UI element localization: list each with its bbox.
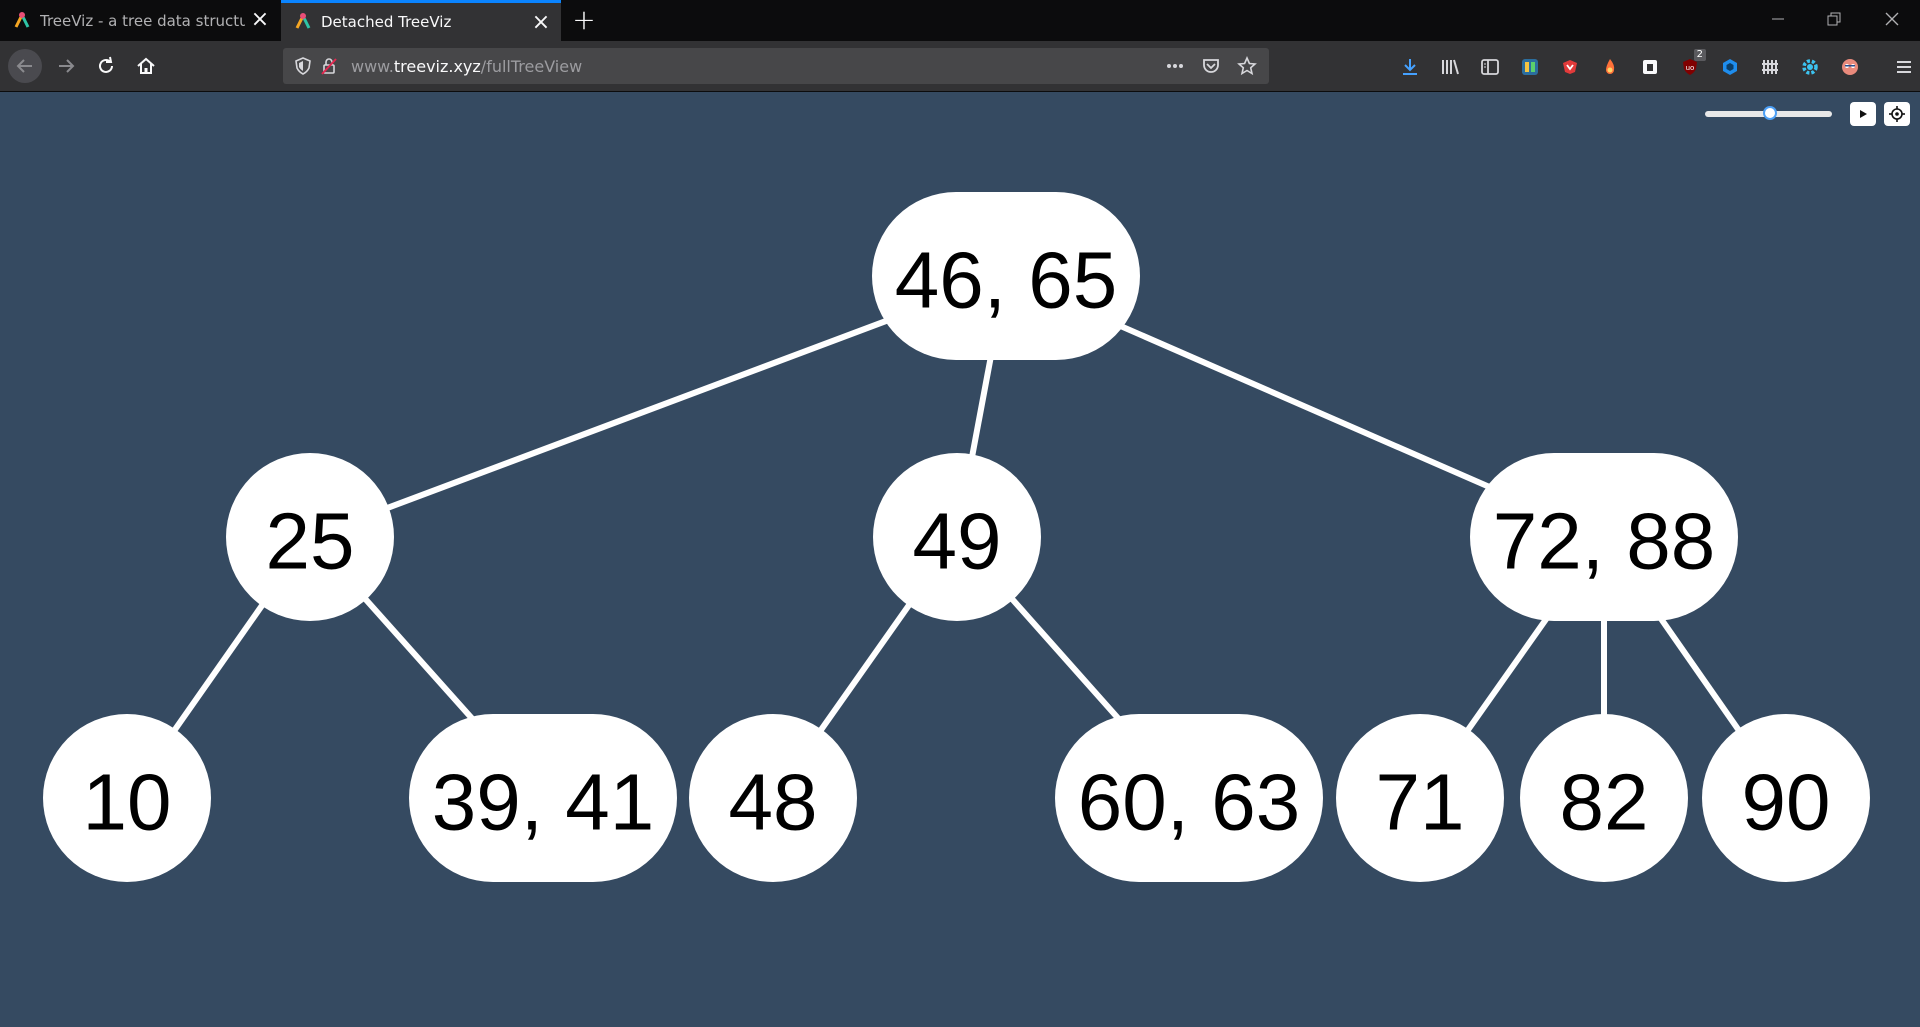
pocket-icon[interactable] — [1199, 54, 1223, 78]
extension-hexagon-icon[interactable] — [1710, 52, 1750, 82]
tree-node-shape — [872, 192, 1140, 360]
tree-node-shape — [1470, 453, 1738, 621]
tree-diagram: 46, 65 25 49 72, 88 10 39, 41 48 60, 63 71 82 90 — [43, 192, 1870, 882]
page-actions-menu-icon[interactable] — [1163, 54, 1187, 78]
restore-window-icon[interactable] — [1806, 0, 1862, 41]
toolbar-icons: uo 2 — [1390, 49, 1920, 82]
tree-node[interactable]: 60, 63 — [1055, 714, 1323, 882]
svg-text:uo: uo — [1686, 64, 1695, 72]
tab-strip: TreeViz - a tree data structures vi × De… — [0, 0, 1920, 41]
tab-close-icon[interactable]: × — [531, 10, 551, 35]
minimize-icon[interactable] — [1750, 0, 1806, 41]
play-icon — [1860, 110, 1867, 118]
url-text[interactable]: www.treeviz.xyz/fullTreeView — [351, 57, 582, 76]
close-window-icon[interactable] — [1864, 0, 1920, 41]
tree-node[interactable]: 48 — [689, 714, 857, 882]
page-actions — [1163, 54, 1259, 78]
crosshair-icon — [1889, 106, 1905, 122]
tree-node-label: 48 — [729, 758, 818, 847]
tree-node-shape — [873, 453, 1041, 621]
bookmark-star-icon[interactable] — [1235, 54, 1259, 78]
tree-nodes: 46, 65 25 49 72, 88 10 39, 41 48 60, 63 71 82 90 — [43, 192, 1870, 882]
tab-detached-treeviz[interactable]: Detached TreeViz × — [281, 0, 561, 41]
zoom-slider-thumb[interactable] — [1763, 106, 1777, 120]
tree-node[interactable]: 39, 41 — [409, 714, 677, 882]
tree-node-label: 46, 65 — [895, 236, 1117, 325]
tree-node-shape — [1520, 714, 1688, 882]
tracking-protection-shield-icon[interactable] — [293, 56, 313, 76]
new-tab-icon[interactable]: + — [572, 3, 596, 36]
extension-red-icon[interactable] — [1550, 52, 1590, 82]
url-host: treeviz.xyz — [393, 56, 481, 76]
reload-icon[interactable] — [90, 50, 122, 82]
extension-container-icon[interactable] — [1630, 52, 1670, 82]
hamburger-menu-icon[interactable] — [1884, 52, 1920, 82]
tree-node[interactable]: 90 — [1702, 714, 1870, 882]
tab-close-icon[interactable]: × — [250, 7, 270, 32]
navigation-toolbar: www.treeviz.xyz/fullTreeView uo 2 — [0, 41, 1920, 92]
tree-node-label: 10 — [83, 758, 172, 847]
tree-node-shape — [1702, 714, 1870, 882]
library-icon[interactable] — [1430, 52, 1470, 82]
treeviz-favicon-icon — [295, 13, 311, 29]
treeviz-favicon-icon — [14, 11, 30, 28]
back-arrow-icon[interactable] — [8, 49, 42, 83]
tree-node[interactable]: 72, 88 — [1470, 453, 1738, 621]
ublock-origin-icon[interactable]: uo 2 — [1670, 49, 1710, 82]
forward-arrow-icon[interactable] — [50, 50, 82, 82]
tree-node-label: 60, 63 — [1078, 758, 1300, 847]
tree-node[interactable]: 10 — [43, 714, 211, 882]
tree-node-shape — [409, 714, 677, 882]
tree-node-label: 39, 41 — [432, 758, 654, 847]
tree-node-label: 25 — [266, 497, 355, 586]
extension-flame-icon[interactable] — [1590, 52, 1630, 82]
extension-gear-icon[interactable] — [1790, 52, 1830, 82]
view-controls — [1705, 100, 1910, 128]
zoom-slider[interactable] — [1705, 106, 1832, 120]
download-icon[interactable] — [1390, 52, 1430, 82]
tree-node[interactable]: 25 — [226, 453, 394, 621]
tree-node[interactable]: 71 — [1336, 714, 1504, 882]
ublock-badge: 2 — [1693, 49, 1706, 61]
address-bar[interactable]: www.treeviz.xyz/fullTreeView — [283, 48, 1269, 84]
tree-node-shape — [226, 453, 394, 621]
tree-node-label: 71 — [1376, 758, 1465, 847]
extension-avatar-icon[interactable] — [1830, 52, 1870, 82]
extension-fence-icon[interactable] — [1750, 52, 1790, 82]
play-button[interactable] — [1850, 102, 1876, 126]
extension-colorful-icon[interactable] — [1510, 52, 1550, 82]
tab-treeviz[interactable]: TreeViz - a tree data structures vi × — [0, 0, 280, 41]
recenter-button[interactable] — [1884, 102, 1910, 126]
tree-node-shape — [1055, 714, 1323, 882]
tree-node-label: 90 — [1742, 758, 1831, 847]
tree-node-shape — [43, 714, 211, 882]
sidebar-icon[interactable] — [1470, 52, 1510, 82]
tree-node[interactable]: 82 — [1520, 714, 1688, 882]
tree-node-label: 72, 88 — [1493, 497, 1715, 586]
url-path: /fullTreeView — [480, 56, 583, 76]
tab-title: Detached TreeViz — [321, 13, 452, 31]
tree-node[interactable]: 49 — [873, 453, 1041, 621]
tree-canvas[interactable]: 46, 65 25 49 72, 88 10 39, 41 48 60, 63 71 82 90 — [0, 92, 1920, 1027]
tab-title: TreeViz - a tree data structures vi — [40, 11, 245, 30]
url-prefix: www. — [351, 56, 394, 76]
tree-node-label: 82 — [1560, 758, 1649, 847]
tree-node-shape — [689, 714, 857, 882]
tree-node-shape — [1336, 714, 1504, 882]
insecure-lock-icon[interactable] — [319, 56, 339, 76]
home-icon[interactable] — [130, 50, 162, 82]
tree-node-label: 49 — [913, 497, 1002, 586]
tree-node[interactable]: 46, 65 — [872, 192, 1140, 360]
